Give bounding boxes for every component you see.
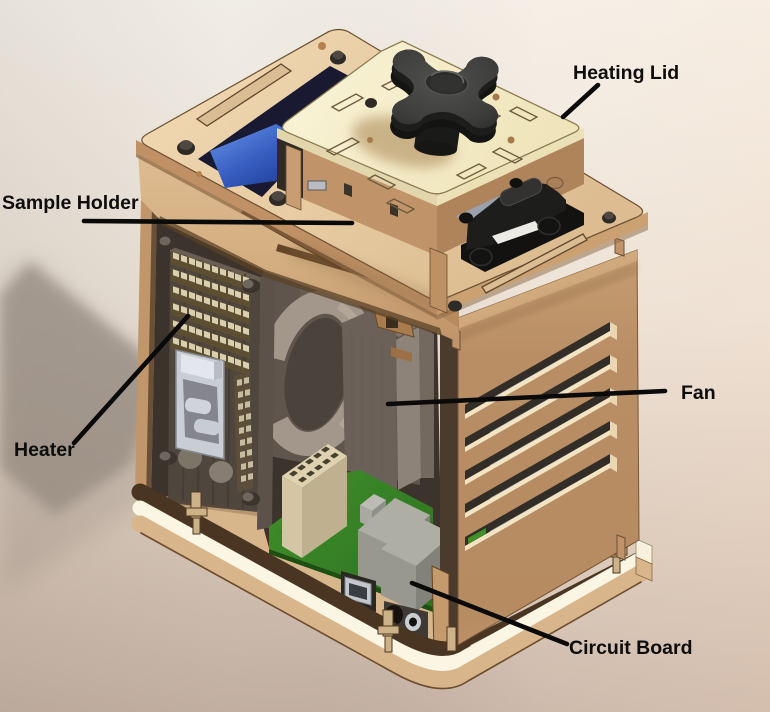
svg-text:Circuit Board: Circuit Board	[569, 637, 693, 659]
svg-text:Sample Holder: Sample Holder	[2, 192, 139, 214]
svg-text:Fan: Fan	[681, 382, 716, 404]
svg-text:Heating Lid: Heating Lid	[573, 62, 679, 84]
svg-text:Heater: Heater	[14, 439, 75, 461]
